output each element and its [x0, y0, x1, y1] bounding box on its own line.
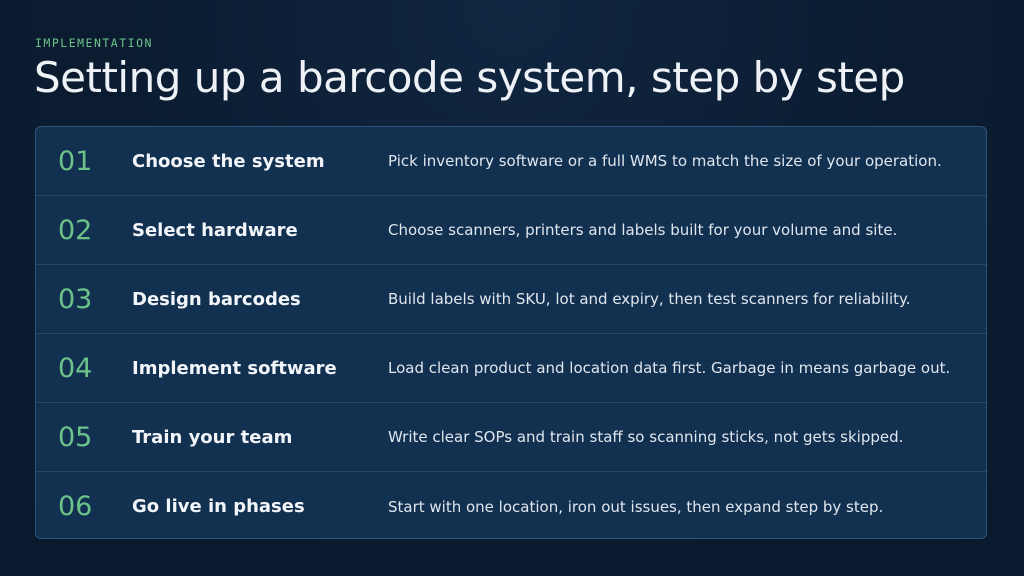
- step-title: Train your team: [132, 427, 293, 448]
- step-description: Start with one location, iron out issues…: [388, 497, 884, 516]
- step-description: Build labels with SKU, lot and expiry, t…: [388, 290, 911, 308]
- step-title: Implement software: [132, 358, 337, 379]
- step-number: 05: [58, 422, 93, 453]
- step-row-02: 02 Select hardware Choose scanners, prin…: [36, 196, 986, 265]
- step-description: Choose scanners, printers and labels bui…: [388, 221, 898, 239]
- step-row-04: 04 Implement software Load clean product…: [36, 334, 986, 403]
- step-number: 04: [58, 353, 93, 384]
- step-description: Pick inventory software or a full WMS to…: [388, 152, 942, 170]
- step-title: Go live in phases: [132, 496, 305, 517]
- step-title: Design barcodes: [132, 289, 301, 310]
- step-row-01: 01 Choose the system Pick inventory soft…: [36, 127, 986, 196]
- steps-list: 01 Choose the system Pick inventory soft…: [35, 126, 987, 539]
- step-title: Choose the system: [132, 151, 325, 172]
- step-row-06: 06 Go live in phases Start with one loca…: [36, 472, 986, 538]
- step-row-05: 05 Train your team Write clear SOPs and …: [36, 403, 986, 472]
- step-title: Select hardware: [132, 220, 298, 241]
- step-number: 06: [58, 491, 93, 522]
- page-title: Setting up a barcode system, step by ste…: [34, 53, 905, 102]
- step-row-03: 03 Design barcodes Build labels with SKU…: [36, 265, 986, 334]
- step-number: 02: [58, 215, 93, 246]
- step-description: Write clear SOPs and train staff so scan…: [388, 428, 904, 446]
- step-number: 03: [58, 284, 93, 315]
- section-eyebrow: IMPLEMENTATION: [35, 36, 153, 50]
- step-number: 01: [58, 146, 93, 177]
- step-description: Load clean product and location data fir…: [388, 359, 951, 377]
